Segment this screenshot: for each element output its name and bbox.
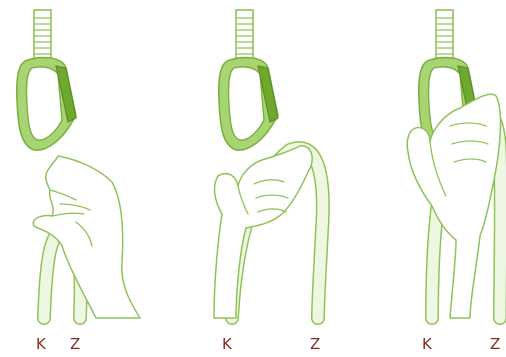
hand-2: [214, 146, 312, 318]
carabiner-2: [219, 58, 278, 151]
panel-3-label-z: Z: [490, 335, 500, 353]
panel-3-label-k: K: [422, 335, 433, 353]
panel-2-label-z: Z: [310, 335, 320, 353]
hand-3: [407, 94, 500, 318]
panel-1: K Z: [17, 10, 140, 353]
panel-1-label-k: K: [36, 335, 47, 353]
panel-2: K Z: [214, 10, 323, 353]
panel-1-label-z: Z: [70, 335, 80, 353]
carabiner-1: [17, 58, 76, 151]
panel-3: K Z: [407, 10, 501, 353]
panel-2-label-k: K: [222, 335, 233, 353]
